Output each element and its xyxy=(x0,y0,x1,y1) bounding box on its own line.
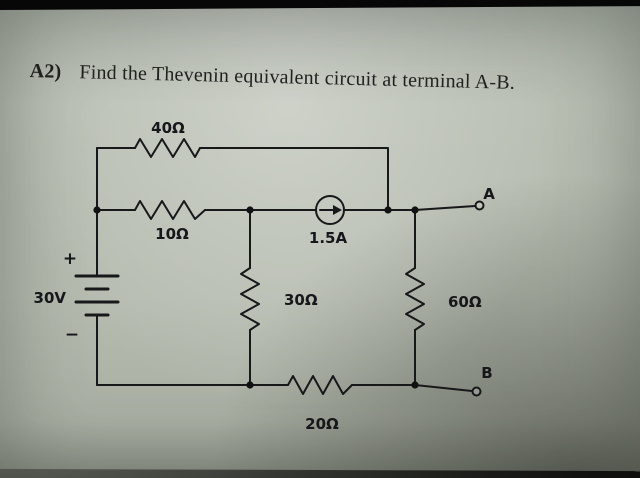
node-dot xyxy=(384,206,392,214)
terminal-b-label: B xyxy=(481,364,492,382)
resistor-60-zigzag xyxy=(405,267,425,331)
resistor-10-label: 10Ω xyxy=(155,225,189,243)
terminal-a: A xyxy=(414,185,495,211)
terminal-b: B xyxy=(414,364,493,397)
voltage-source-label: 30V xyxy=(34,289,67,307)
branch-40ohm: 40Ω xyxy=(96,119,389,211)
node-dot xyxy=(246,381,254,389)
battery-minus-sign: − xyxy=(65,325,79,345)
resistor-60-label: 60Ω xyxy=(448,293,482,311)
current-source-arrow-head xyxy=(333,205,342,215)
branch-10ohm-current-source: 10Ω 1.5A xyxy=(96,195,416,247)
node-dot xyxy=(411,381,419,389)
battery-plus-sign: + xyxy=(63,249,77,269)
resistor-40-zigzag xyxy=(134,138,201,158)
resistor-10-zigzag xyxy=(134,200,206,220)
resistor-40-label: 40Ω xyxy=(151,119,185,137)
branch-bottom-20ohm: 20Ω xyxy=(96,375,416,433)
terminal-b-circle xyxy=(471,386,482,397)
branch-60ohm: 60Ω xyxy=(405,209,482,386)
resistor-20-zigzag xyxy=(287,375,353,395)
resistor-30-zigzag xyxy=(240,267,260,331)
photo-bottom-dark-edge xyxy=(0,468,640,478)
terminal-a-circle xyxy=(474,200,485,211)
voltage-source-symbol: + − 30V xyxy=(34,249,120,345)
current-source-label: 1.5A xyxy=(309,229,348,247)
terminal-a-label: A xyxy=(483,185,495,203)
node-dot xyxy=(411,206,419,214)
resistor-20-label: 20Ω xyxy=(305,415,339,433)
resistor-30-label: 30Ω xyxy=(284,291,318,309)
node-dot xyxy=(246,206,254,214)
node-dot xyxy=(93,206,101,214)
branch-30ohm: 30Ω xyxy=(240,209,318,386)
junction-nodes xyxy=(93,206,419,389)
